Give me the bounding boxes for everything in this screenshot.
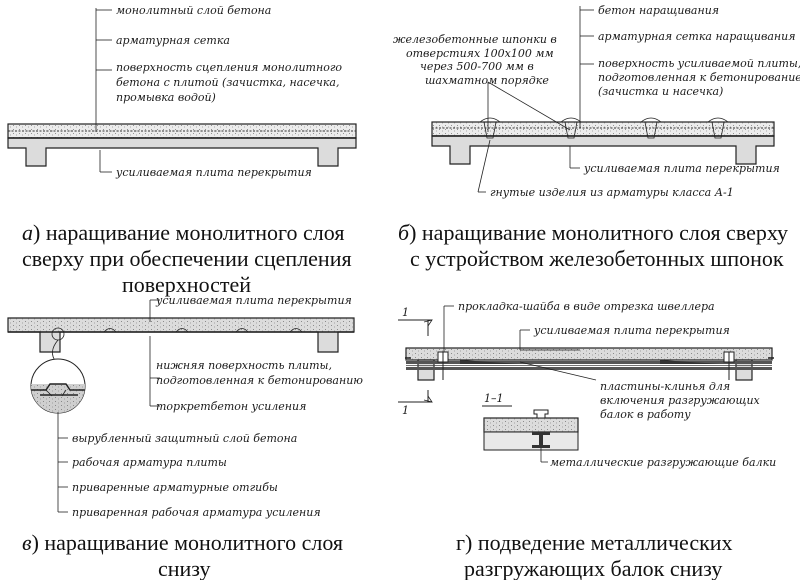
caption-d: г) подведение металлических разгружающих…: [456, 530, 733, 580]
cut-mark-top: 1: [402, 306, 409, 319]
label-section-1-1: 1–1: [484, 392, 504, 405]
leaders-b: [477, 6, 594, 193]
label-reinforced-slab-a: усиливаемая плита перекрытия: [115, 166, 312, 179]
label-cover-removed: вырубленный защитный слой бетона: [72, 432, 297, 445]
svg-text:б) наращивание монолитного сло: б) наращивание монолитного слоя сверху: [398, 220, 788, 245]
panel-c: усиливаемая плита перекрытия нижняя пове…: [7, 294, 363, 580]
caption-c-letter: в: [22, 530, 32, 555]
label-topping-concrete: бетон наращивания: [598, 4, 719, 17]
label-bond-surface-2: бетона с плитой (зачистка, насечка,: [116, 76, 339, 89]
caption-b: б) наращивание монолитного слоя сверху с…: [398, 220, 788, 271]
svg-text:а) наращивание монолитного сло: а) наращивание монолитного слоя: [22, 220, 344, 245]
label-shotcrete: торкретбетон усиления: [156, 400, 306, 413]
leaders-c: [57, 299, 160, 513]
section-cut-marks: [398, 319, 433, 403]
leaders-d: [443, 305, 597, 463]
caption-d-line1: г) подведение металлических: [456, 530, 733, 555]
caption-b-letter: б: [398, 220, 410, 245]
label-wedges-3: балок в работу: [600, 408, 691, 421]
caption-a-line3: поверхностей: [122, 272, 251, 297]
label-bottom-surface-1: нижняя поверхность плиты,: [156, 359, 332, 372]
label-bond-surface-3: промывка водой): [116, 91, 216, 104]
panel-a: монолитный слой бетона арматурная сетка …: [7, 4, 357, 297]
caption-a-letter: а: [22, 220, 33, 245]
label-topping-mesh: арматурная сетка наращивания: [598, 30, 796, 43]
label-bottom-surface-2: подготовленная к бетонированию: [156, 374, 363, 387]
label-prepared-surface-2: подготовленная к бетонирование: [598, 71, 800, 84]
label-keys-3: через 500-700 мм в: [420, 60, 534, 73]
label-keys-2: отверстиях 100x100 мм: [406, 47, 554, 60]
leaders-a: [95, 8, 112, 173]
slab-drawing-b: [431, 117, 775, 165]
label-wedges-1: пластины-клинья для: [600, 380, 730, 393]
caption-a: а) наращивание монолитного слоя сверху п…: [22, 220, 352, 297]
label-steel-beams: металлические разгружающие балки: [550, 456, 776, 469]
label-wedges-2: включения разгружающих: [600, 394, 761, 407]
caption-b-line2: с устройством железобетонных шпонок: [410, 246, 784, 271]
panel-d: 1 1 1–1 прокладка-шайба в ви: [398, 300, 776, 580]
caption-d-line2: разгружающих балок снизу: [464, 556, 722, 580]
slab-drawing-a: [7, 123, 357, 167]
caption-a-line1: ) наращивание монолитного слоя: [33, 220, 344, 245]
concrete-keys: [479, 117, 729, 139]
svg-text:в) наращивание монолитного сло: в) наращивание монолитного слоя: [22, 530, 343, 555]
caption-a-line2: сверху при обеспечении сцепления: [22, 246, 352, 271]
label-keys-1: железобетонные шпонки в: [393, 33, 557, 46]
label-keys-4: шахматном порядке: [425, 74, 549, 87]
label-reinforced-slab-c: усиливаемая плита перекрытия: [155, 294, 352, 307]
label-rebar-mesh: арматурная сетка: [116, 34, 230, 47]
section-1-1: [482, 405, 579, 451]
caption-c: в) наращивание монолитного слоя снизу: [22, 530, 343, 580]
label-monolithic-layer: монолитный слой бетона: [116, 4, 271, 17]
caption-b-line1: ) наращивание монолитного слоя сверху: [409, 220, 788, 245]
caption-c-line2: снизу: [158, 556, 211, 580]
label-bond-surface-1: поверхность сцепления монолитного: [116, 61, 342, 74]
caption-c-line1: ) наращивание монолитного слоя: [32, 530, 343, 555]
label-washer: прокладка-шайба в виде отрезка швеллера: [458, 300, 715, 313]
label-welded-bends: приваренные арматурные отгибы: [72, 481, 278, 494]
cut-mark-bottom: 1: [402, 404, 409, 417]
label-prepared-surface-1: поверхность усиливаемой плиты,: [598, 57, 800, 70]
label-prepared-surface-3: (зачистка и насечка): [598, 85, 723, 98]
label-bent-rebar: гнутые изделия из арматуры класса А-1: [490, 186, 734, 199]
slab-drawing-c: [7, 317, 355, 414]
label-reinforced-slab-d: усиливаемая плита перекрытия: [533, 324, 730, 337]
slab-drawing-d: [405, 347, 774, 381]
panel-b: бетон наращивания арматурная сетка наращ…: [393, 4, 800, 271]
label-welded-rebar: приваренная рабочая арматура усиления: [72, 506, 321, 519]
label-working-rebar: рабочая арматура плиты: [72, 456, 227, 469]
label-reinforced-slab-b: усиливаемая плита перекрытия: [583, 162, 780, 175]
